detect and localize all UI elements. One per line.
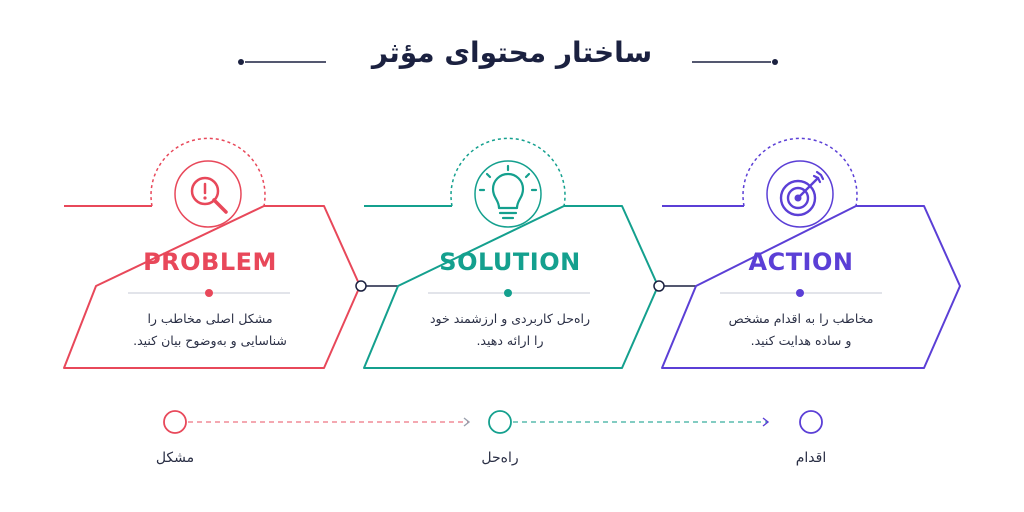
card-problem-outline bbox=[63, 205, 361, 369]
card-problem-description: مشکل اصلی مخاطب را شناسایی و به‌وضوح بیا… bbox=[100, 308, 320, 352]
card-action-outline bbox=[661, 205, 961, 369]
card-problem-line-2: شناسایی و به‌وضوح بیان کنید. bbox=[133, 333, 287, 348]
card-action bbox=[661, 137, 961, 369]
card-action-dot bbox=[796, 289, 804, 297]
card-solution-outline bbox=[363, 205, 659, 369]
process-flow bbox=[163, 410, 823, 434]
card-action-description: مخاطب را به اقدام مشخص و ساده هدایت کنید… bbox=[691, 308, 911, 352]
step-circle-action bbox=[799, 410, 823, 434]
connector-2 bbox=[653, 280, 696, 292]
card-solution-arc bbox=[450, 137, 566, 207]
card-action-title: ACTION bbox=[748, 248, 854, 276]
card-solution-description: راه‌حل کاربردی و ارزشمند خود را ارائه ده… bbox=[400, 308, 620, 352]
card-solution-title: SOLUTION bbox=[439, 248, 581, 276]
lightbulb-icon bbox=[474, 160, 542, 228]
card-problem-line-1: مشکل اصلی مخاطب را bbox=[147, 311, 273, 326]
title-decoration-left bbox=[238, 59, 326, 65]
card-problem-arc bbox=[150, 137, 266, 207]
step-label-solution: راه‌حل bbox=[481, 450, 519, 466]
card-problem-dot bbox=[205, 289, 213, 297]
card-solution-line-1: راه‌حل کاربردی و ارزشمند خود bbox=[429, 311, 591, 326]
card-action-line-2: و ساده هدایت کنید. bbox=[750, 333, 852, 348]
connector-1 bbox=[355, 280, 398, 292]
card-action-arc bbox=[742, 137, 858, 207]
page-title: ساختار محتوای مؤثر bbox=[371, 36, 653, 69]
card-solution-dot bbox=[504, 289, 512, 297]
card-solution bbox=[363, 137, 659, 369]
card-action-line-1: مخاطب را به اقدام مشخص bbox=[728, 311, 874, 326]
card-solution-line-2: را ارائه دهید. bbox=[476, 333, 544, 348]
step-circle-solution bbox=[488, 410, 512, 434]
card-problem-title: PROBLEM bbox=[143, 248, 277, 276]
title-decoration-right bbox=[692, 59, 778, 65]
step-label-action: اقدام bbox=[795, 450, 827, 466]
target-arrow-icon bbox=[766, 160, 834, 228]
step-label-problem: مشکل bbox=[155, 450, 195, 466]
card-problem bbox=[63, 137, 361, 369]
step-circle-problem bbox=[163, 410, 187, 434]
magnifier-exclamation-icon bbox=[174, 160, 242, 228]
